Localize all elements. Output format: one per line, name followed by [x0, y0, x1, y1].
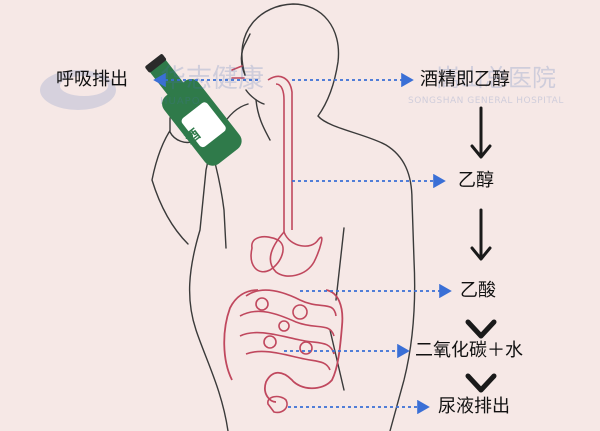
label-ethanol-full: 酒精即乙醇	[420, 69, 510, 90]
watermark-logo	[40, 70, 116, 110]
body-outline	[188, 3, 416, 431]
down-arrow-3	[465, 319, 497, 339]
face-profile	[240, 33, 265, 105]
esophagus	[267, 75, 293, 232]
stomach	[269, 230, 323, 277]
watermark-left-en: HUAPO	[160, 96, 201, 107]
dotted-arrows	[153, 72, 452, 415]
process-arrows	[465, 106, 497, 393]
large-intestine	[223, 289, 344, 403]
down-arrow-1	[470, 106, 492, 159]
watermark-left-cn: 华志健康	[160, 64, 265, 94]
bladder	[267, 395, 288, 414]
label-acetic-acid: 乙酸	[460, 280, 496, 301]
liver	[250, 235, 284, 273]
breath-marks	[231, 65, 245, 79]
beer-bottle	[145, 54, 242, 166]
watermark-right-cn: 嵩山总医院	[436, 64, 556, 92]
label-exhale: 呼吸排出	[56, 69, 128, 90]
label-ethanol: 乙醇	[458, 170, 494, 191]
label-urine: 尿液排出	[438, 396, 510, 417]
down-arrow-2	[470, 208, 492, 261]
down-arrow-4	[465, 373, 497, 393]
watermark-right-en: SONGSHAN GENERAL HOSPITAL	[408, 96, 564, 106]
label-co2-water: 二氧化碳＋水	[415, 340, 523, 361]
small-intestine	[239, 289, 337, 371]
